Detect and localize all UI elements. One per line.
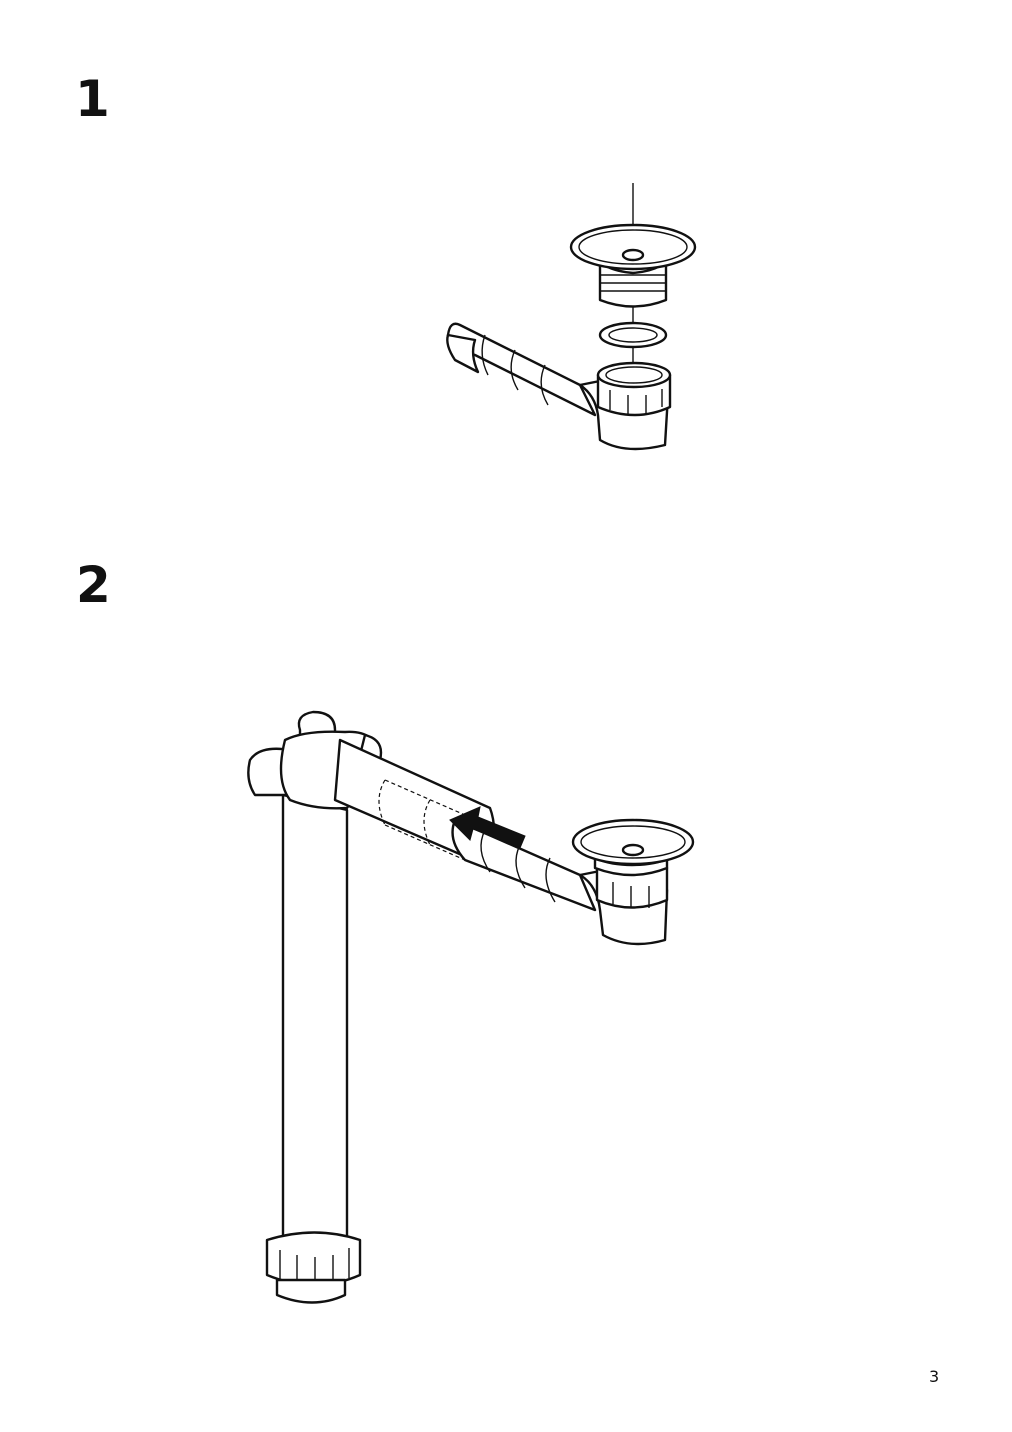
- step-2-illustration: [247, 710, 695, 1304]
- page-number: 3: [929, 1367, 940, 1386]
- strainer-basket: [569, 223, 697, 308]
- gasket-ring: [598, 321, 668, 349]
- horizontal-pipe: [333, 738, 597, 912]
- strainer-basket: [571, 818, 695, 877]
- step-1-illustration: [446, 183, 697, 451]
- horizontal-pipe: [446, 322, 597, 417]
- step-number-1: 1: [75, 70, 110, 128]
- nut: [596, 361, 672, 417]
- insert-direction-arrow-icon: [449, 806, 526, 849]
- elbow-and-nut: [578, 866, 669, 946]
- vertical-pipe: [265, 793, 362, 1304]
- step-number-2: 2: [76, 556, 111, 614]
